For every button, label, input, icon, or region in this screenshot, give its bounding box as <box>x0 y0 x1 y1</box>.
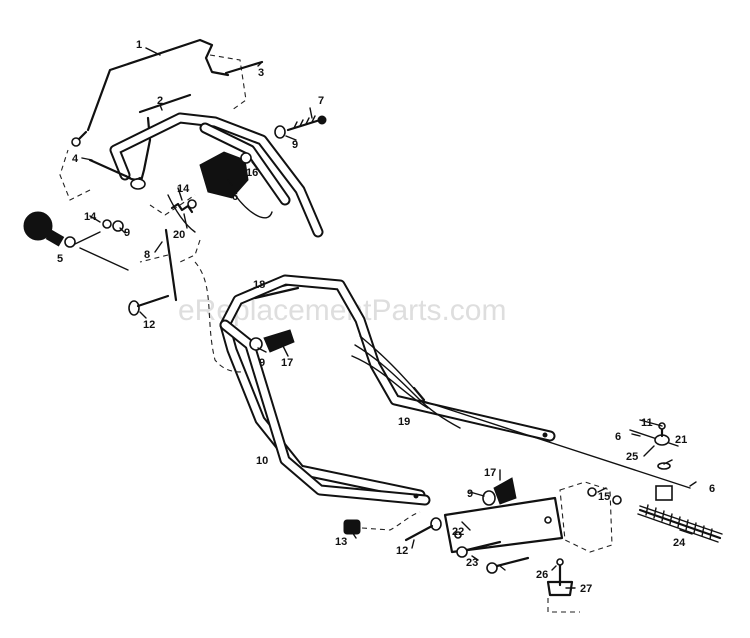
label-part-22: 22 <box>452 526 464 538</box>
bolt-8 <box>164 228 178 302</box>
connection-dash <box>194 261 246 373</box>
spring-24 <box>637 504 723 543</box>
cable-bundle-2 <box>351 355 429 409</box>
label-part-4: 4 <box>72 153 79 165</box>
label-part-17-lower: 17 <box>484 467 496 479</box>
knob-17-bottom <box>493 477 517 505</box>
lower-handle-left-inner <box>221 321 429 504</box>
knob-17-lower <box>263 329 295 353</box>
label-part-27: 27 <box>580 583 592 595</box>
label-part-8: 8 <box>144 249 150 261</box>
label-part-14-lower: 14 <box>84 211 97 223</box>
label-part-19: 19 <box>398 416 410 428</box>
rod-2 <box>138 93 192 114</box>
washer-9-lower <box>249 337 263 351</box>
label-part-16: 16 <box>246 167 258 179</box>
label-part-9-lower: 9 <box>259 357 265 369</box>
label-part-17-upper: 17 <box>281 357 293 369</box>
label-part-9-upper: 9 <box>124 227 130 239</box>
bracket-hole <box>454 531 462 539</box>
label-part-6-lower: 6 <box>709 483 715 495</box>
cable-bundle-4 <box>419 399 691 489</box>
label-part-14-upper: 14 <box>177 183 190 195</box>
bracket-26-27 <box>546 558 580 613</box>
label-part-18: 18 <box>253 279 265 291</box>
washer-9-bottom <box>482 490 496 506</box>
upper-outline <box>59 54 247 263</box>
label-part-20: 20 <box>173 229 185 241</box>
label-part-2: 2 <box>157 95 163 107</box>
bolt-7 <box>286 115 327 132</box>
label-part-13: 13 <box>335 536 347 548</box>
label-part-1: 1 <box>136 39 142 51</box>
control-cable-2 <box>167 194 196 233</box>
bracket-hole-2 <box>544 516 552 524</box>
label-part-6-middle: 6 <box>615 431 621 443</box>
label-part-10: 10 <box>256 455 268 467</box>
nut-16 <box>240 152 252 164</box>
label-part-6-upper: 6 <box>232 191 238 203</box>
label-part-21: 21 <box>675 434 687 446</box>
label-part-23: 23 <box>466 557 478 569</box>
clamp-25 <box>629 422 679 470</box>
label-part-24: 24 <box>673 537 686 549</box>
label-part-26: 26 <box>536 569 548 581</box>
upper-handle-tube-inner <box>111 114 322 236</box>
nut-14-upper <box>187 199 197 209</box>
label-part-15: 15 <box>598 491 610 503</box>
cable-tie-19 <box>412 386 426 402</box>
bolts-23 <box>456 540 530 574</box>
spring-20 <box>170 202 194 214</box>
label-part-7: 7 <box>318 95 324 107</box>
label-part-12-upper: 12 <box>143 319 155 331</box>
label-part-25: 25 <box>626 451 638 463</box>
label-part-12-lower: 12 <box>396 545 408 557</box>
rod-3 <box>224 60 264 75</box>
label-part-3: 3 <box>258 67 264 79</box>
deck-tab <box>655 485 673 501</box>
bracket-22 <box>443 496 564 554</box>
clip-4-body <box>130 178 146 190</box>
knob-13 <box>343 511 421 535</box>
nut-14-lower <box>102 219 112 229</box>
strip-18-b <box>253 286 300 300</box>
leader-lines <box>81 47 697 589</box>
washer-9-right <box>274 125 286 139</box>
bail-clip <box>71 137 81 147</box>
tube-end-hole-left <box>413 493 419 499</box>
upper-handle-right-inner <box>201 124 289 204</box>
knob-5 <box>23 211 129 271</box>
control-box <box>199 151 249 199</box>
label-part-5: 5 <box>57 253 63 265</box>
bolt-12-lower <box>404 517 442 542</box>
tube-end-hole-right <box>542 432 548 438</box>
nut-15-left <box>587 487 597 497</box>
label-part-9-bottom: 9 <box>467 488 473 500</box>
control-cable <box>234 194 273 219</box>
label-part-9-right: 9 <box>292 139 298 151</box>
bail-wire <box>86 38 230 132</box>
nut-15-right <box>612 495 622 505</box>
label-part-11: 11 <box>641 417 653 429</box>
bolt-12-upper <box>128 294 170 316</box>
